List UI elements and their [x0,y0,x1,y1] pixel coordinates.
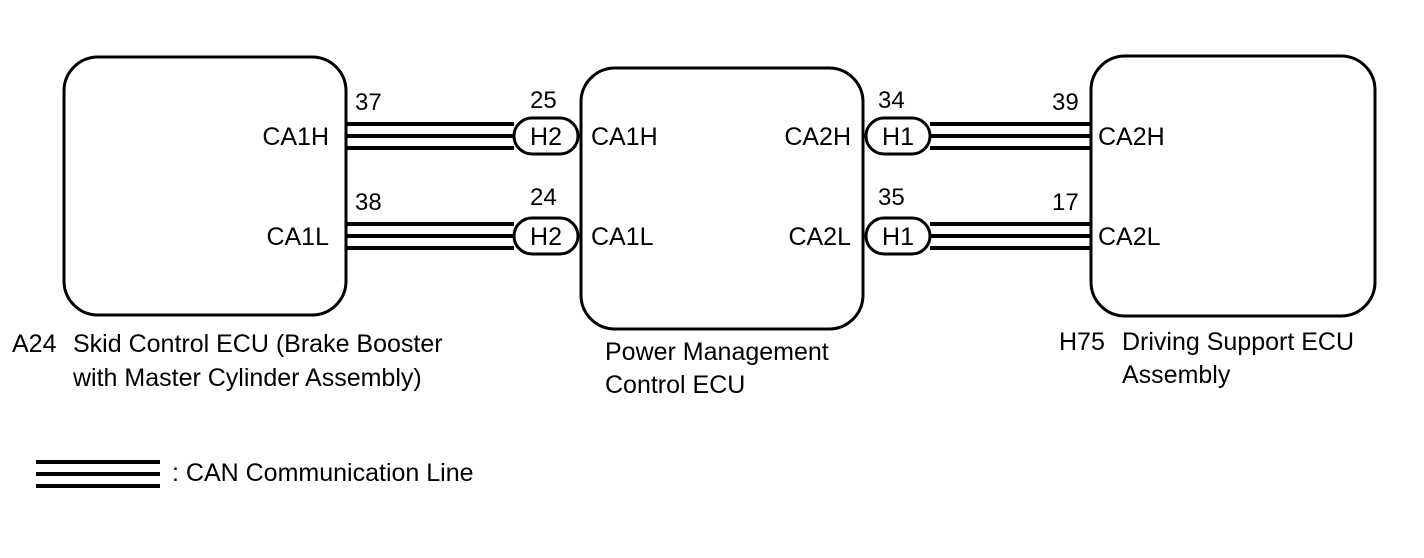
ecu-name-line: Driving Support ECU [1122,328,1354,356]
can-wire-ca2l [930,222,1091,250]
terminal-label: CA2H [784,123,851,151]
pin-number: 34 [878,87,905,114]
connector-h1-lower-label: H1 [882,223,914,251]
pin-number: 35 [878,184,905,211]
pin-number: 37 [355,89,382,116]
pin-number: 39 [1052,89,1079,116]
ecu-name-line: Assembly [1122,361,1231,389]
pin-number: 25 [530,87,557,114]
pin-number: 24 [530,184,557,211]
ecu-code: A24 [12,330,57,358]
terminal-label: CA1H [262,123,329,151]
ecu-name-line: Control ECU [605,371,745,399]
terminal-label: CA2L [788,223,851,251]
terminal-label: CA2H [1098,123,1165,151]
driving-support-ecu-box [1089,54,1377,318]
terminal-label: CA1L [591,223,654,251]
connector-h1-upper-label: H1 [882,123,914,151]
terminal-label: CA1L [266,223,329,251]
terminal-label: CA2L [1098,223,1161,251]
connector-h2-lower [512,216,580,256]
can-wire-ca1h [346,122,514,150]
connector-h1-upper [864,116,932,156]
legend-text: : CAN Communication Line [172,459,474,487]
ecu-name-line: Skid Control ECU (Brake Booster [73,330,443,358]
connector-h1-lower [864,216,932,256]
ecu-name-line: with Master Cylinder Assembly) [72,364,422,392]
power-management-ecu-box [579,66,865,331]
legend-can-line-symbol [36,460,160,488]
skid-control-ecu-box [62,55,348,317]
pin-number: 17 [1052,189,1079,216]
connector-h2-lower-label: H2 [530,223,562,251]
connector-h2-upper [512,116,580,156]
ecu-name-line: Power Management [605,338,829,366]
can-wire-ca1l [346,222,514,250]
ecu-code: H75 [1059,328,1105,356]
pin-number: 38 [355,189,382,216]
connector-h2-upper-label: H2 [530,123,562,151]
can-wire-ca2h [930,122,1091,150]
terminal-label: CA1H [591,123,658,151]
